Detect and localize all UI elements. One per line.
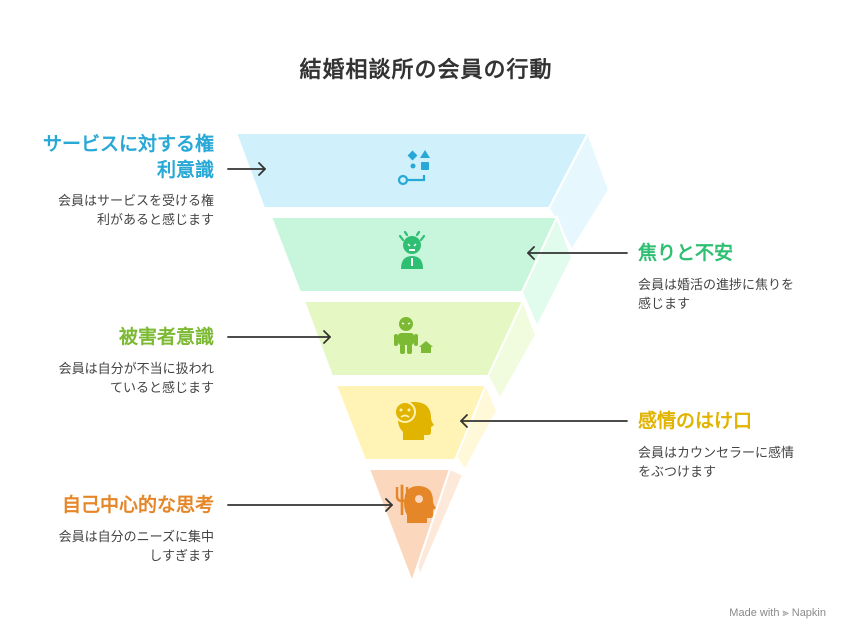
desc-emotional-outlet-line2: をぶつけます xyxy=(638,465,717,480)
label-self-centered: 自己中心的な思考 xyxy=(14,492,214,518)
funnel-layer-1 xyxy=(234,130,611,252)
desc-victim: 会員は自分が不当に扱われ ていると感じます xyxy=(14,360,214,398)
label-entitlement: サービスに対する権 利意識 xyxy=(14,131,214,183)
desc-victim-line1: 会員は自分が不当に扱われ xyxy=(58,362,214,377)
funnel-layer-4 xyxy=(334,382,499,472)
desc-entitlement-line2: 利があると感じます xyxy=(96,213,214,228)
diagram-title: 結婚相談所の会員の行動 xyxy=(299,58,553,83)
desc-victim-line2: ていると感じます xyxy=(109,381,214,396)
arrow-layer-2 xyxy=(527,246,628,260)
label-emotional-outlet-line1: 感情のはけ口 xyxy=(638,410,753,432)
desc-self-centered-line2: しすぎます xyxy=(149,549,214,564)
arrow-layer-1 xyxy=(227,162,266,176)
desc-anxiety-line2: 感じます xyxy=(638,297,691,312)
label-victim: 被害者意識 xyxy=(14,324,214,350)
entitlement-icon xyxy=(397,150,430,186)
arrow-layer-3 xyxy=(227,330,331,344)
victim-person-icon xyxy=(394,317,433,354)
made-with-napkin-footer: Made with ⫸ Napkin xyxy=(729,607,826,619)
desc-self-centered: 会員は自分のニーズに集中 しすぎます xyxy=(14,528,214,566)
sad-head-icon xyxy=(394,401,434,440)
label-emotional-outlet: 感情のはけ口 xyxy=(638,408,838,434)
label-anxiety-line1: 焦りと不安 xyxy=(638,242,734,264)
desc-emotional-outlet: 会員はカウンセラーに感情 をぶつけます xyxy=(638,444,838,482)
desc-self-centered-line1: 会員は自分のニーズに集中 xyxy=(58,530,214,545)
desc-emotional-outlet-line1: 会員はカウンセラーに感情 xyxy=(638,446,795,461)
arrow-layer-4 xyxy=(460,414,628,428)
funnel-layer-3 xyxy=(302,298,538,402)
label-anxiety: 焦りと不安 xyxy=(638,240,838,266)
desc-entitlement: 会員はサービスを受ける権 利があると感じます xyxy=(14,192,214,230)
desc-entitlement-line1: 会員はサービスを受ける権 xyxy=(57,194,214,209)
label-entitlement-line2: 利意識 xyxy=(156,159,214,181)
funnel-layer-1-front xyxy=(234,132,590,209)
desc-anxiety-line1: 会員は婚活の進捗に焦りを xyxy=(638,278,795,293)
funnel-layer-2 xyxy=(269,214,574,330)
arrow-layer-5 xyxy=(227,498,393,512)
label-entitlement-line1: サービスに対する権 xyxy=(42,133,214,155)
label-victim-line1: 被害者意識 xyxy=(118,326,214,348)
funnel-layer-2-front xyxy=(269,216,559,293)
label-self-centered-line1: 自己中心的な思考 xyxy=(61,494,214,516)
funnel-layer-5 xyxy=(367,467,465,585)
connector-arrows xyxy=(227,162,628,512)
self-focused-head-icon xyxy=(395,483,436,523)
anxious-person-icon xyxy=(398,230,426,269)
desc-anxiety: 会員は婚活の進捗に焦りを 感じます xyxy=(638,276,838,314)
